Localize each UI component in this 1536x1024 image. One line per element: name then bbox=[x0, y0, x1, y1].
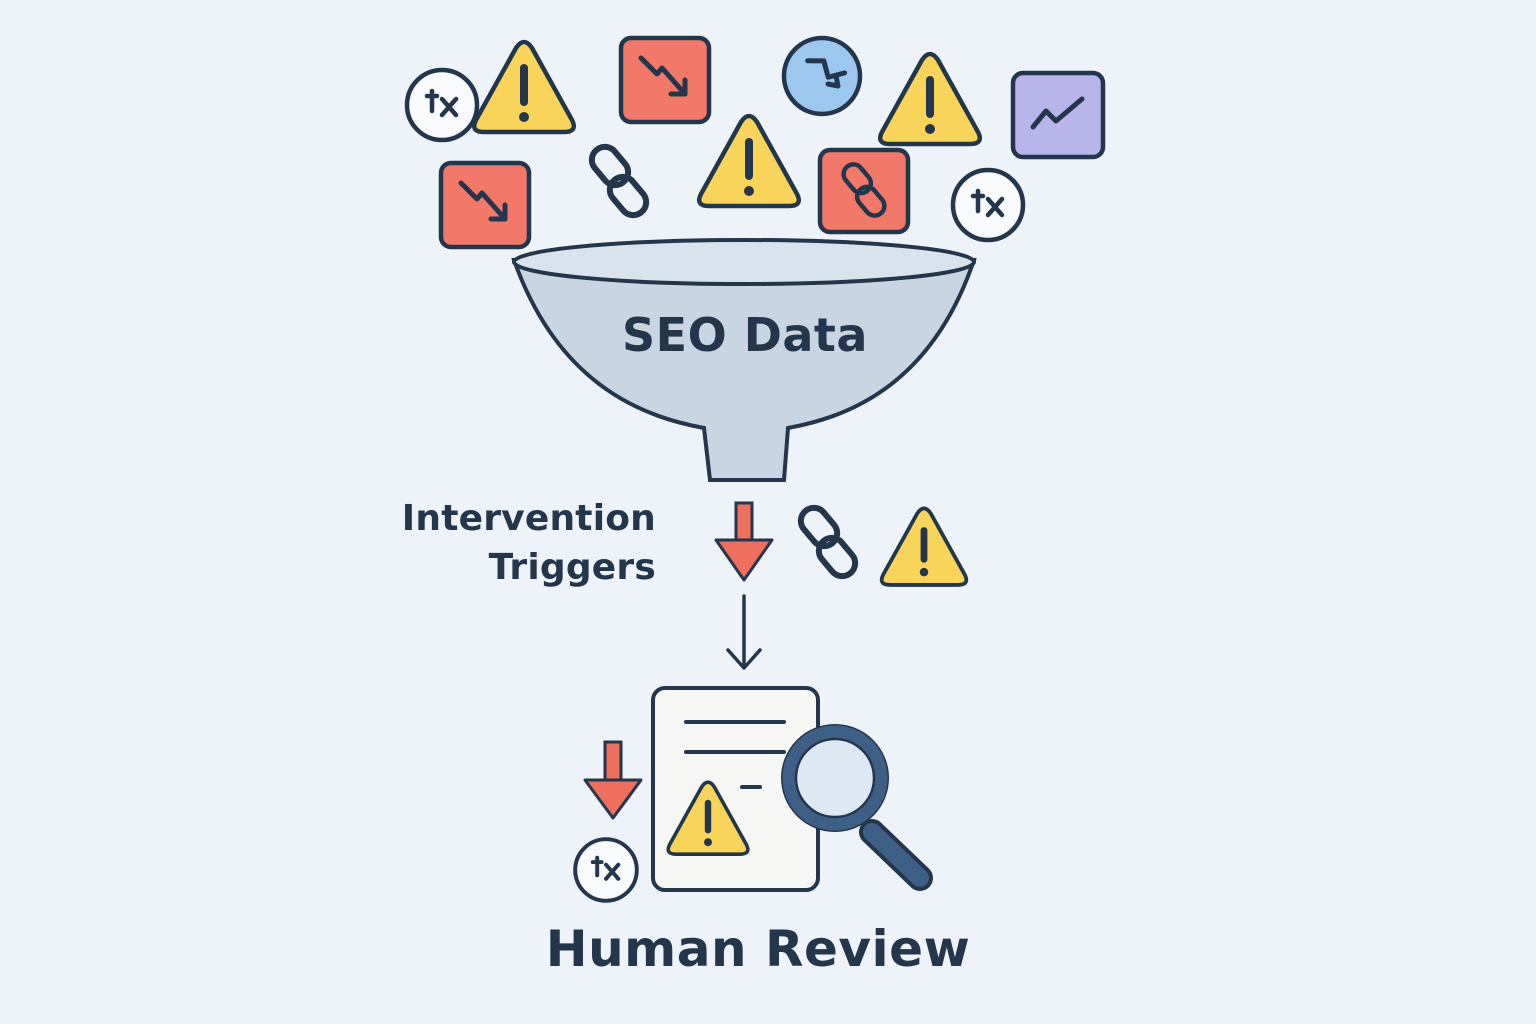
issue-icons bbox=[407, 35, 1106, 247]
broken-link-icon bbox=[817, 147, 911, 235]
review-arrow bbox=[583, 740, 643, 820]
triggers-label-line2: Triggers bbox=[488, 547, 656, 588]
formula-icon bbox=[407, 70, 477, 140]
declining-trend-icon bbox=[441, 163, 529, 247]
broken-link-icon bbox=[587, 142, 652, 221]
broken-link-icon bbox=[796, 503, 861, 582]
human-review-label: Human Review bbox=[545, 920, 971, 978]
formula-icon bbox=[953, 170, 1023, 240]
magnifying-glass-icon bbox=[781, 724, 933, 891]
formula-icon bbox=[573, 837, 639, 903]
intervention-triggers-label: Intervention Triggers bbox=[330, 494, 656, 592]
declining-trend-icon bbox=[621, 38, 709, 122]
warning-triangle-icon bbox=[699, 116, 799, 206]
declining-trend-icon bbox=[781, 35, 863, 117]
funnel-shape bbox=[511, 238, 977, 482]
trigger-arrow bbox=[714, 501, 774, 582]
warning-triangle-icon bbox=[474, 42, 574, 132]
triggers-label-line1: Intervention bbox=[401, 498, 656, 539]
warning-triangle-icon bbox=[882, 508, 967, 585]
trend-line-icon bbox=[1010, 70, 1106, 160]
connector-arrow bbox=[726, 594, 762, 670]
warning-triangle-icon bbox=[880, 54, 980, 144]
funnel-label: SEO Data bbox=[622, 308, 868, 362]
